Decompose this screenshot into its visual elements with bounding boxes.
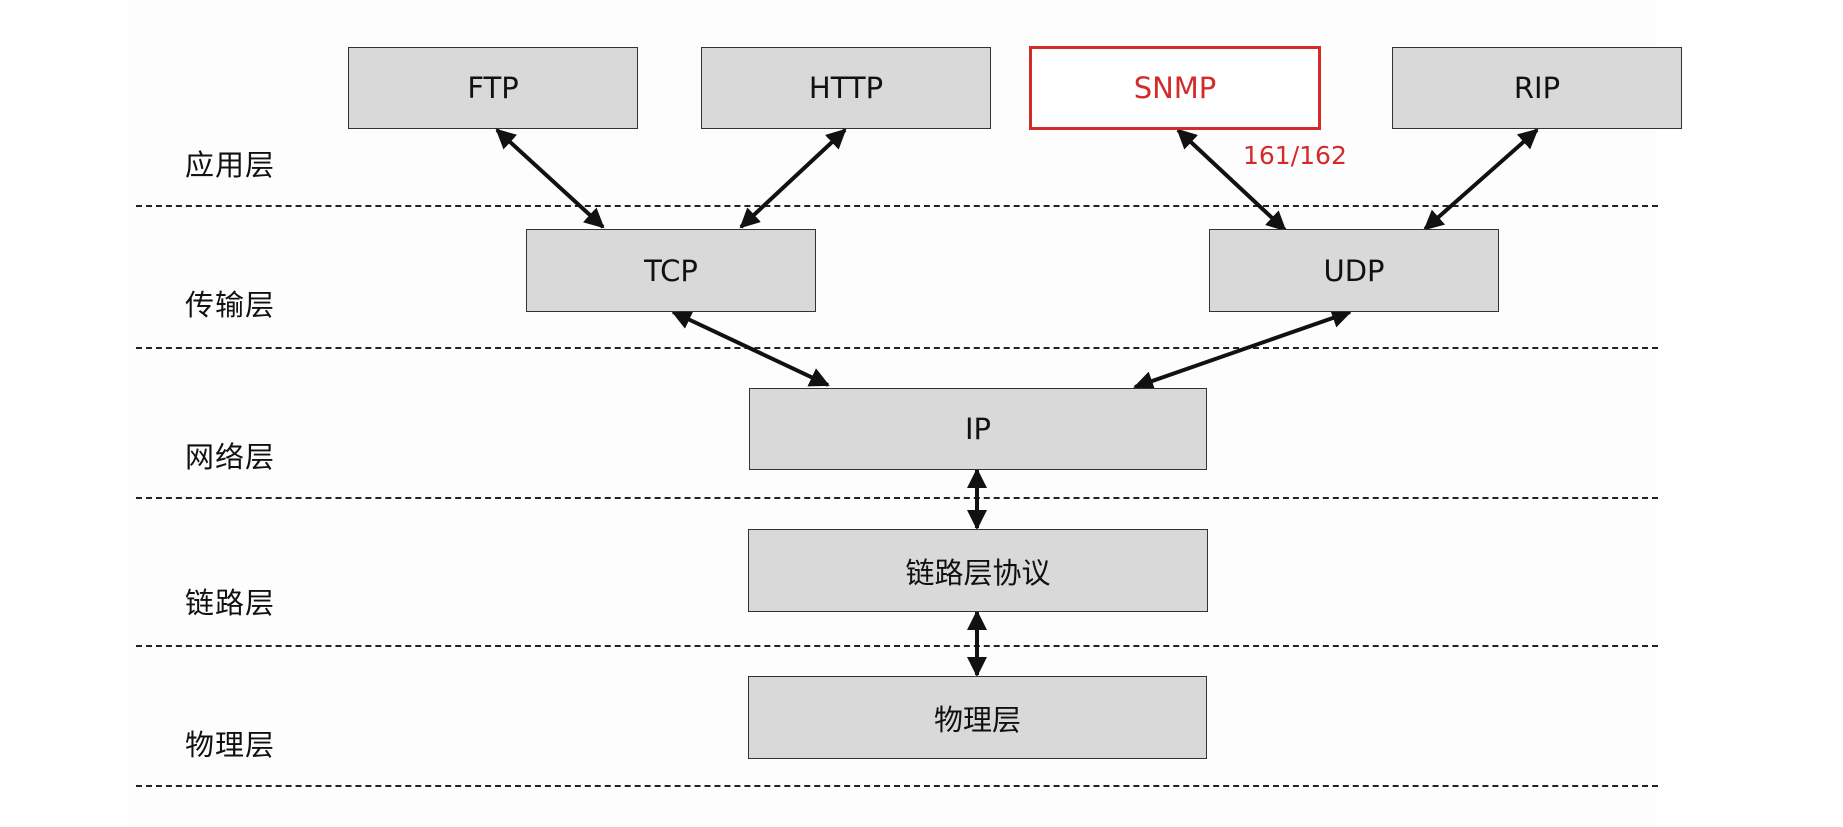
divider-bottom [136, 785, 1658, 787]
protocol-box-snmp: SNMP [1029, 46, 1321, 130]
protocol-box-link-protocol: 链路层协议 [748, 529, 1208, 612]
divider-network-link [136, 497, 1658, 499]
protocol-box-ip: IP [749, 388, 1207, 470]
arrow-udp-ip [1133, 308, 1352, 391]
divider-application-transport [136, 205, 1658, 207]
snmp-port-label: 161/162 [1243, 141, 1347, 170]
protocol-box-tcp: TCP [526, 229, 816, 312]
arrow-http-tcp [739, 128, 847, 229]
layer-label-network: 网络层 [185, 440, 276, 474]
arrow-tcp-ip [671, 310, 830, 387]
protocol-box-udp: UDP [1209, 229, 1499, 312]
divider-transport-network [136, 347, 1658, 349]
layer-label-physical: 物理层 [185, 728, 276, 762]
protocol-box-ftp: FTP [348, 47, 638, 129]
layer-label-transport: 传输层 [185, 288, 276, 322]
protocol-box-http: HTTP [701, 47, 991, 129]
protocol-box-physical: 物理层 [748, 676, 1207, 759]
protocol-box-rip: RIP [1392, 47, 1682, 129]
arrow-snmp-udp [1176, 128, 1287, 232]
layer-label-application: 应用层 [185, 148, 276, 182]
layer-label-link: 链路层 [185, 586, 276, 620]
arrow-rip-udp [1423, 128, 1539, 231]
divider-link-physical [136, 645, 1658, 647]
arrow-ftp-tcp [495, 128, 605, 229]
